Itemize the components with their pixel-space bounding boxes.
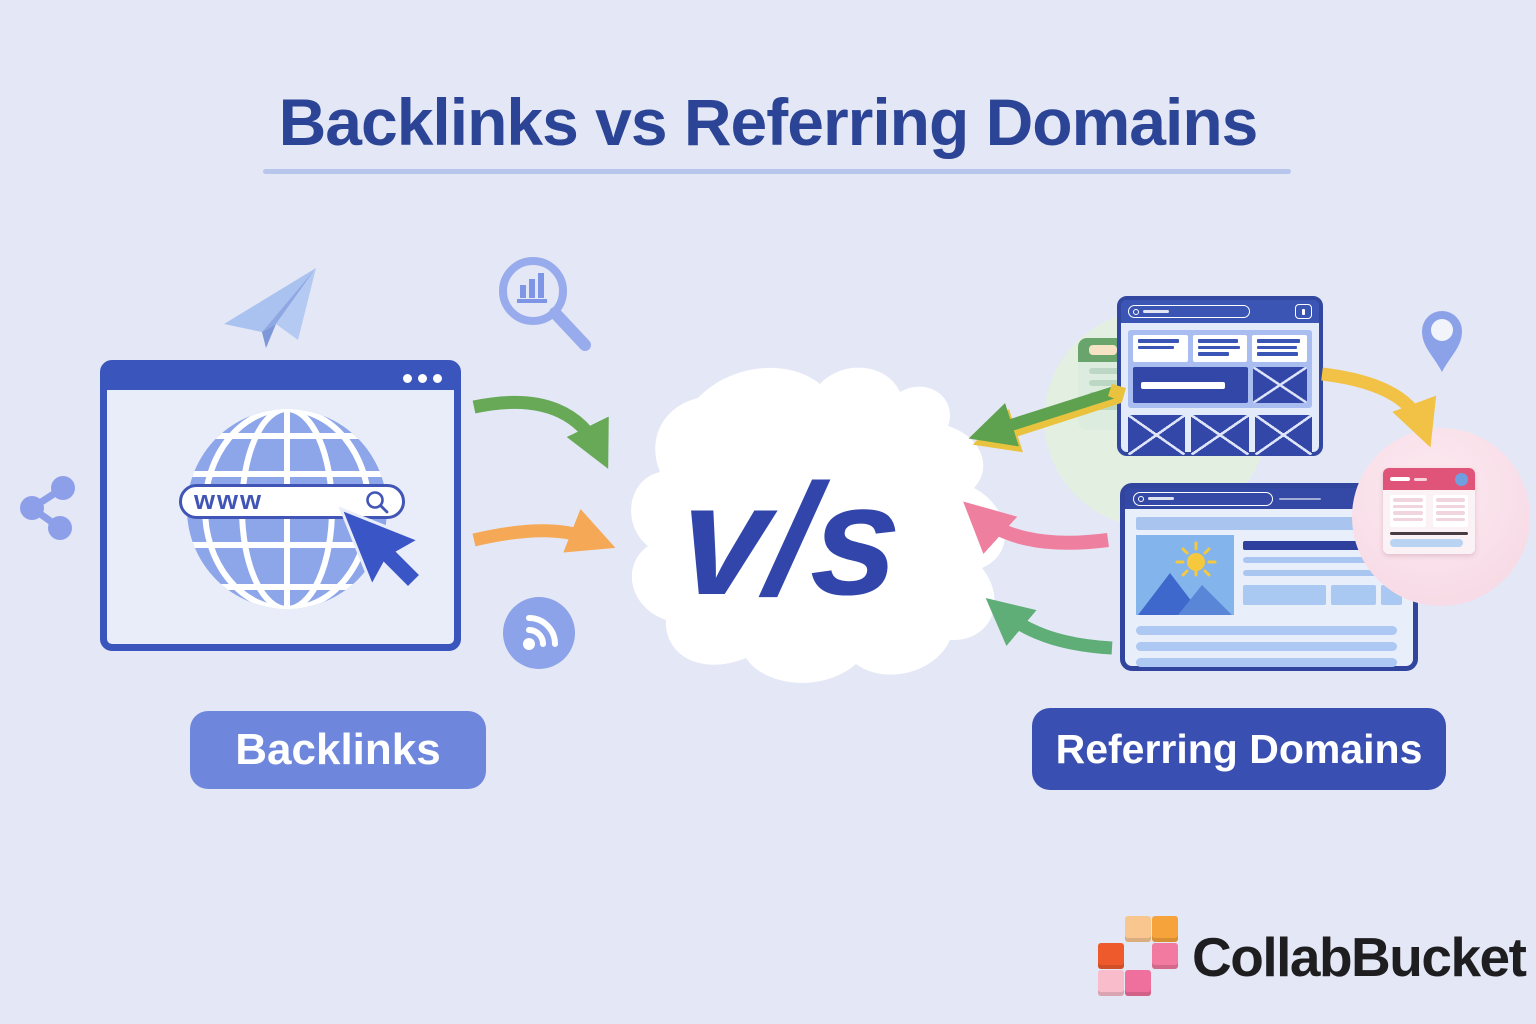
divider: [1390, 532, 1468, 535]
referring-domain-window-2: [1120, 483, 1418, 671]
logo-square: [1125, 970, 1151, 996]
mini-card-body: [1383, 490, 1475, 554]
logo-square: [1152, 943, 1178, 969]
image-placeholder-box: [1254, 415, 1312, 455]
location-pin-icon: [1422, 311, 1462, 372]
text-column: [1390, 495, 1426, 527]
vs-blob: [631, 367, 1006, 683]
referring-domains-label: Referring Domains: [1032, 708, 1446, 790]
logo-square: [1152, 916, 1178, 942]
window-titlebar: [1125, 488, 1413, 509]
cursor-icon: [339, 507, 424, 591]
wireframe-banner: [1133, 367, 1248, 403]
wireframe-card: [1252, 335, 1308, 362]
referring-domains-label-text: Referring Domains: [1055, 725, 1423, 772]
image-placeholder-box: [1253, 367, 1307, 403]
page-title: Backlinks vs Referring Domains: [278, 85, 1259, 159]
backlinks-label: Backlinks: [190, 711, 486, 789]
window-action-icon: [1295, 304, 1312, 319]
logo-square: [1098, 970, 1124, 996]
collabbucket-logo: CollabBucket: [1098, 915, 1527, 997]
backlinks-label-text: Backlinks: [235, 725, 441, 774]
window-dot: [418, 374, 427, 383]
line: [1136, 642, 1397, 651]
logo-square: [1098, 943, 1124, 969]
article-image-placeholder: [1136, 535, 1234, 615]
url-bar: [1128, 305, 1250, 318]
title-underline: [263, 169, 1291, 174]
url-dash: [1148, 497, 1174, 500]
window-dot: [403, 374, 412, 383]
article-heading-bar: [1243, 541, 1401, 550]
magnifier-chart-icon: [499, 257, 591, 351]
collabbucket-logo-mark: [1098, 915, 1180, 997]
sun-mountains-icon: [1138, 541, 1232, 615]
logo-square: [1125, 916, 1151, 942]
line: [1136, 626, 1397, 635]
pink-accent-circle: [1352, 428, 1530, 606]
line: [1136, 658, 1397, 667]
text-column: [1432, 495, 1468, 527]
url-search-bar: www: [179, 484, 405, 519]
wireframe-panel: [1128, 330, 1312, 408]
line: [1279, 497, 1321, 500]
wireframe-card: [1133, 335, 1188, 362]
header-strip: [1136, 517, 1381, 530]
line: [1414, 477, 1427, 481]
line: [1390, 477, 1410, 481]
share-icon: [20, 476, 75, 540]
url-dash: [1143, 310, 1169, 313]
window-dot: [433, 374, 442, 383]
address-text: www: [194, 484, 264, 515]
content-block: [1243, 585, 1326, 605]
url-bar: [1133, 491, 1273, 506]
backlinks-browser-window: www: [100, 360, 461, 651]
line: [1243, 557, 1395, 563]
article-body: [1125, 509, 1413, 667]
favicon-circle: [1138, 495, 1144, 502]
yellow-arrow-right: [1321, 367, 1437, 448]
content-block: [1330, 585, 1377, 605]
image-placeholder-box: [1191, 415, 1249, 455]
search-icon: [366, 490, 389, 513]
wireframe-card: [1192, 335, 1248, 362]
line: [1390, 539, 1464, 547]
vs-text: v/s: [674, 452, 907, 628]
paper-plane-icon: [224, 268, 316, 348]
mini-webpage-card-icon: [1383, 468, 1475, 554]
avatar-circle: [1455, 472, 1468, 486]
wifi-icon: [503, 597, 575, 669]
document-card-pill: [1089, 345, 1117, 355]
favicon-circle: [1133, 308, 1139, 315]
line: [1243, 570, 1380, 576]
window-titlebar: [1121, 300, 1319, 323]
mini-card-header: [1383, 468, 1475, 490]
image-placeholder-box: [1128, 415, 1186, 455]
collabbucket-logo-text: CollabBucket: [1192, 926, 1527, 988]
referring-domain-window-1: [1117, 296, 1323, 456]
window-titlebar: [107, 367, 454, 390]
